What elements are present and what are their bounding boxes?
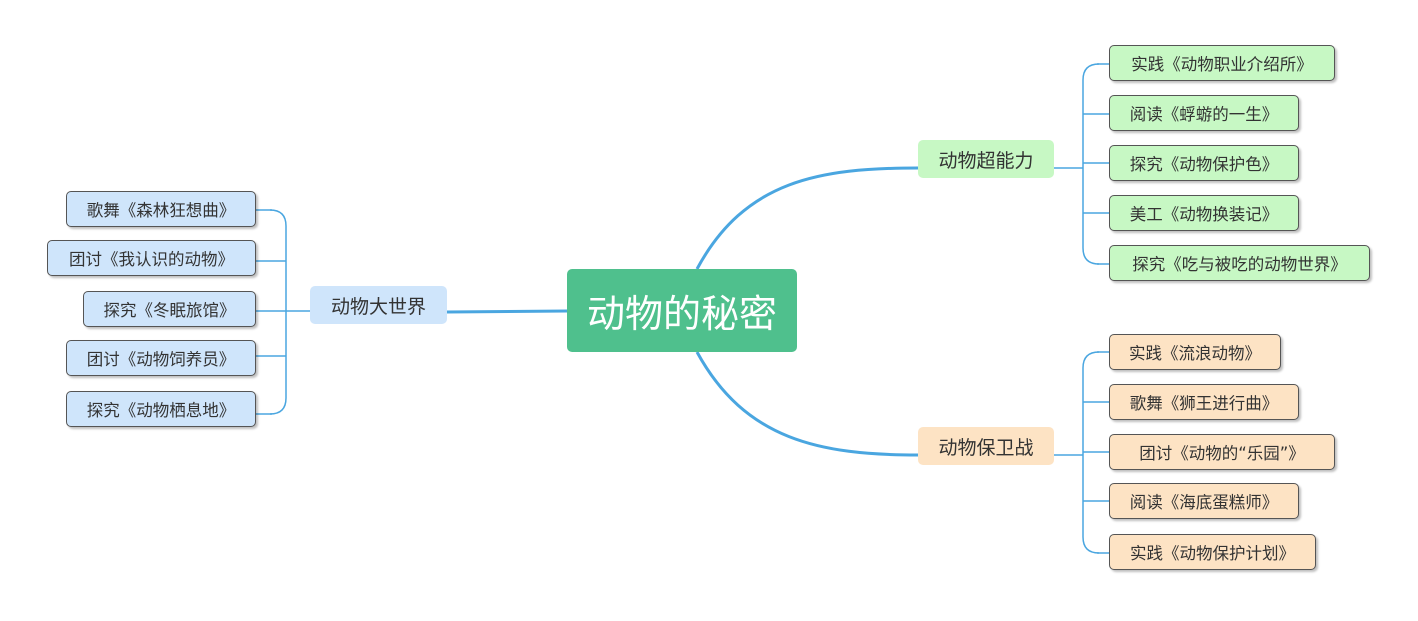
leaf-left-3[interactable]: 探究《冬眠旅馆》 [83, 291, 256, 327]
connector-root-bottom-right [695, 351, 919, 457]
leaf-left-5[interactable]: 探究《动物栖息地》 [66, 391, 256, 427]
leaf-left-4[interactable]: 团讨《动物饲养员》 [66, 340, 256, 376]
leaf-br-1[interactable]: 实践《流浪动物》 [1109, 334, 1281, 370]
leaf-left-2[interactable]: 团讨《我认识的动物》 [47, 240, 256, 276]
connector-root-left [446, 309, 568, 314]
leaf-tr-1[interactable]: 实践《动物职业介绍所》 [1109, 45, 1335, 81]
leaf-tr-3[interactable]: 探究《动物保护色》 [1109, 145, 1299, 181]
leaf-tr-5[interactable]: 探究《吃与被吃的动物世界》 [1109, 245, 1370, 281]
leaf-br-5[interactable]: 实践《动物保护计划》 [1109, 534, 1316, 570]
leaf-tr-2[interactable]: 阅读《蜉蝣的一生》 [1109, 95, 1299, 131]
leaf-br-3[interactable]: 团讨《动物的“乐园”》 [1109, 434, 1335, 470]
leaf-br-2[interactable]: 歌舞《狮王进行曲》 [1109, 384, 1299, 420]
branch-animal-defense[interactable]: 动物保卫战 [918, 427, 1054, 465]
leaf-tr-4[interactable]: 美工《动物换装记》 [1109, 195, 1299, 231]
leaf-br-4[interactable]: 阅读《海底蛋糕师》 [1109, 483, 1299, 519]
connector-left-vertical [269, 209, 287, 415]
branch-animal-world[interactable]: 动物大世界 [310, 286, 447, 324]
branch-animal-superpowers[interactable]: 动物超能力 [918, 140, 1054, 178]
connector-root-top-right [695, 166, 919, 270]
leaf-left-1[interactable]: 歌舞《森林狂想曲》 [66, 191, 256, 227]
connector-tr-vertical [1082, 63, 1100, 265]
root-topic[interactable]: 动物的秘密 [567, 269, 797, 352]
